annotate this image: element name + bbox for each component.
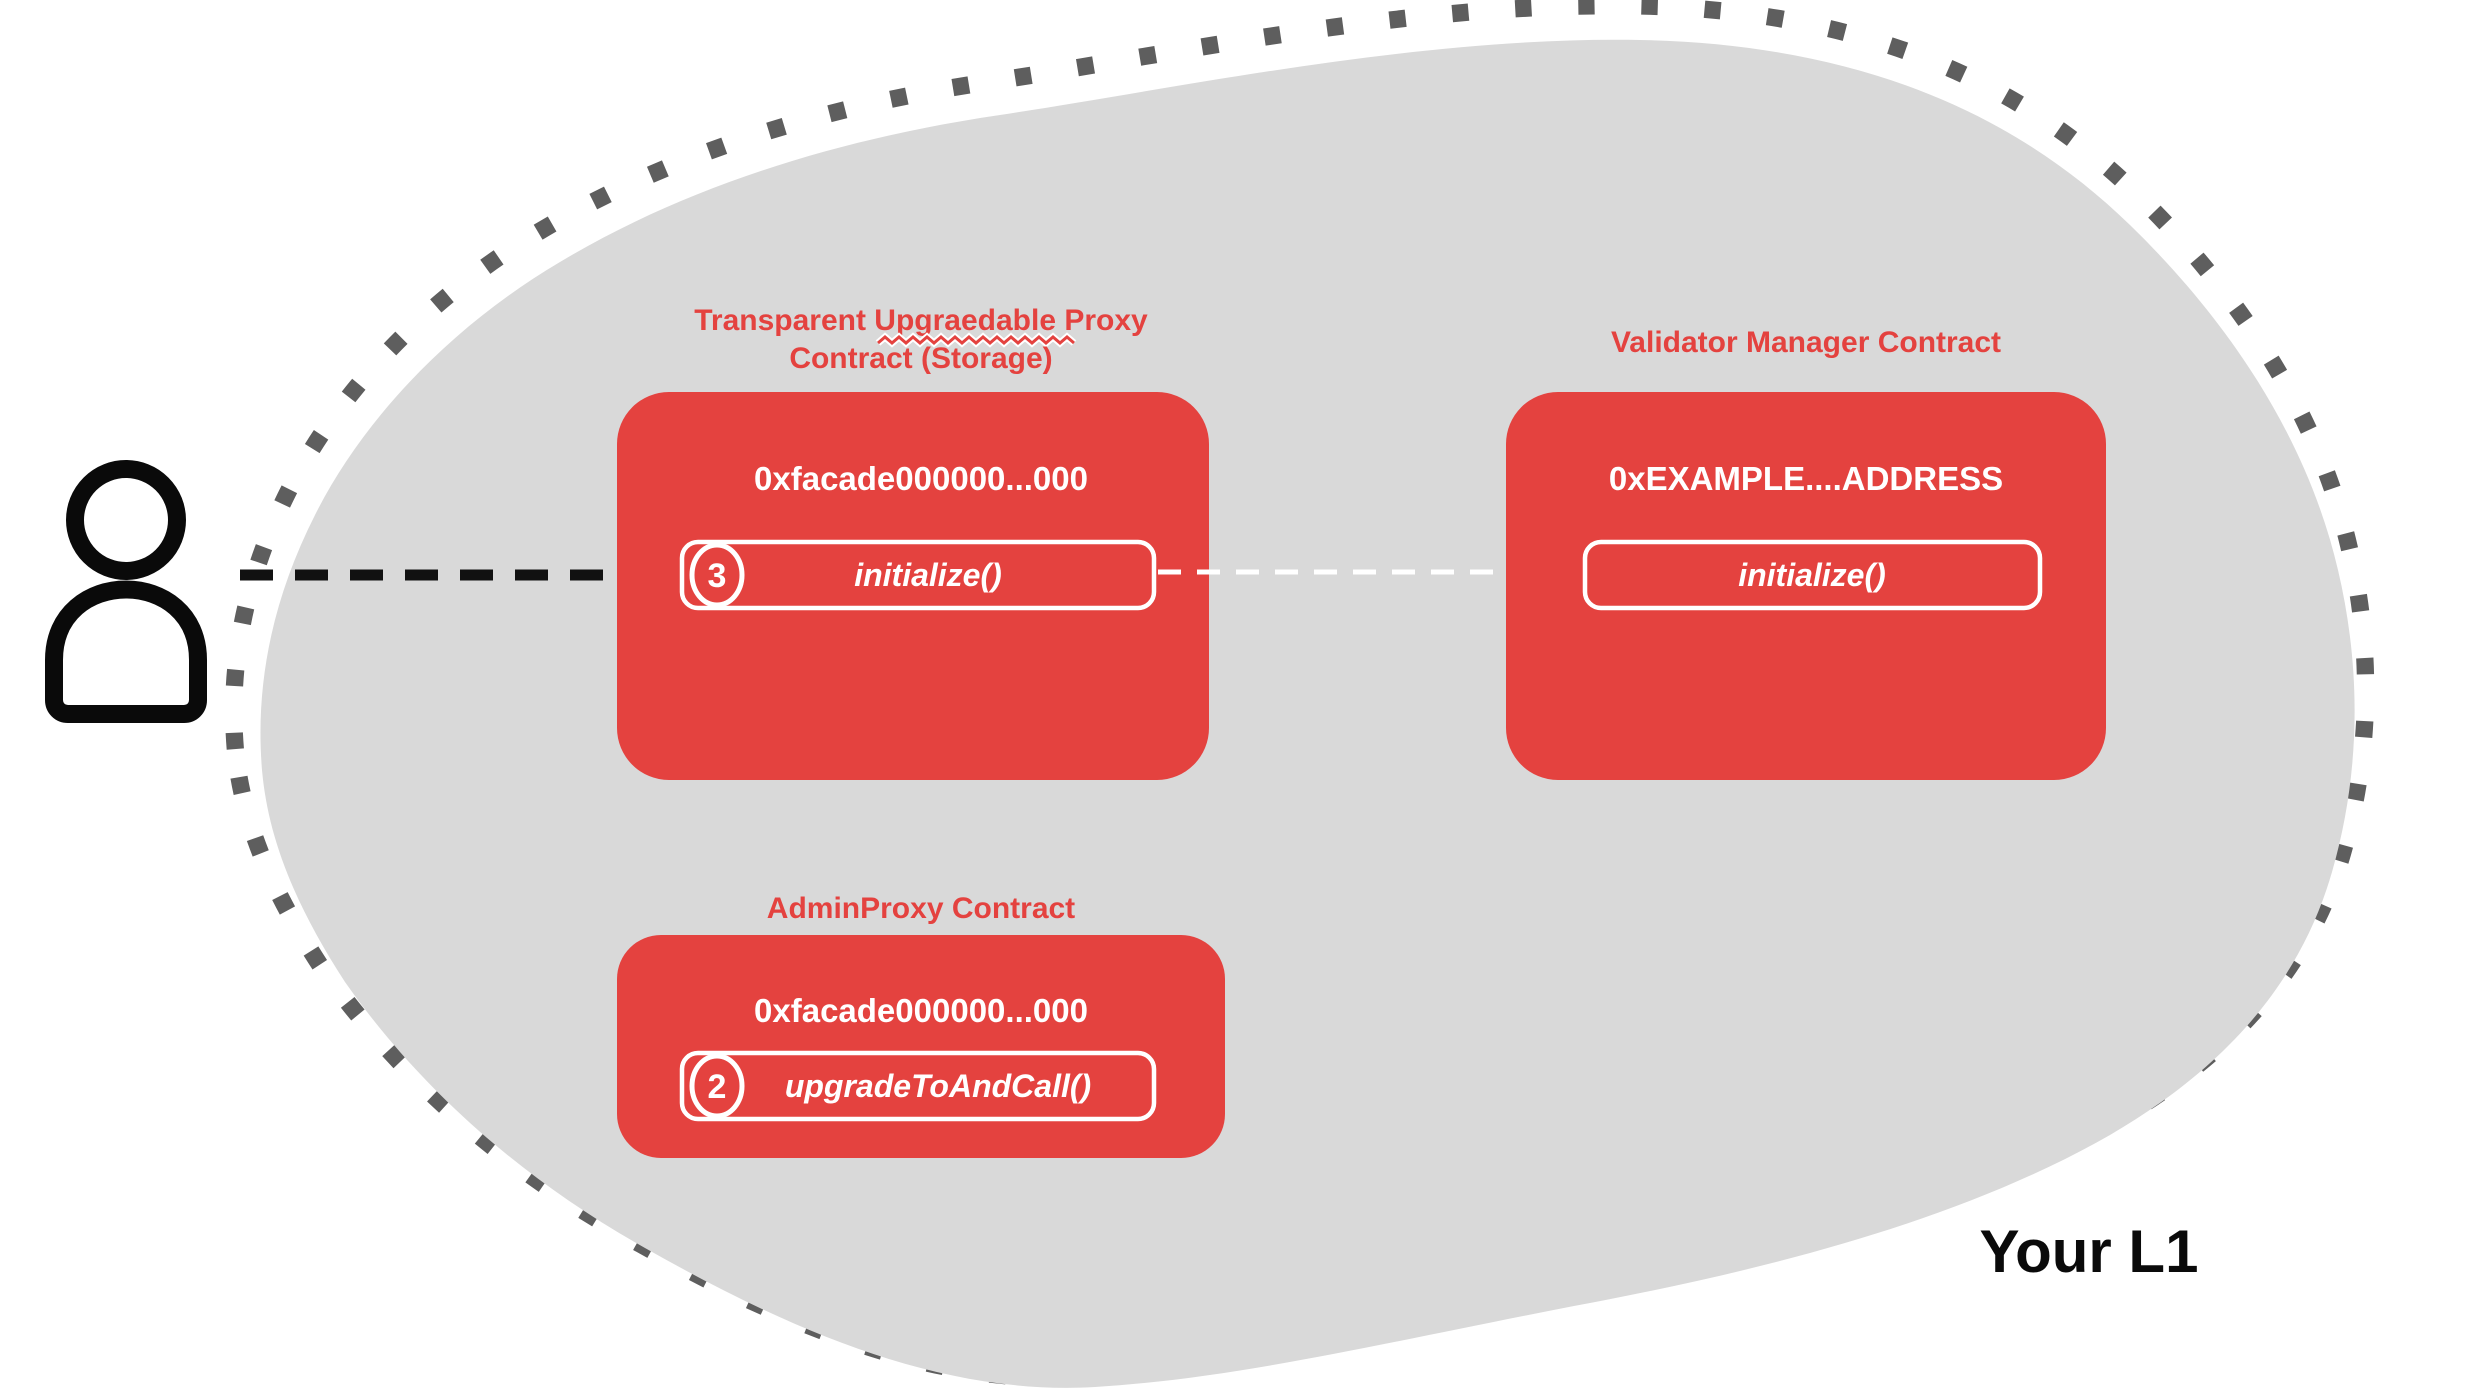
admin-contract-box [617, 935, 1225, 1158]
validator-contract-title: Validator Manager Contract [1611, 326, 2001, 359]
proxy-contract-title-line2: Contract (Storage) [789, 342, 1052, 375]
validator-contract-address: 0xEXAMPLE....ADDRESS [1609, 460, 2003, 497]
admin-upgrade-pill [679, 1050, 1157, 1122]
proxy-contract: Transparent Upgraedable Proxy Contract (… [617, 304, 1209, 780]
spellcheck-squiggle [875, 332, 1077, 348]
validator-initialize-pill [1582, 539, 2043, 611]
proxy-initialize-pill [679, 539, 1157, 611]
step-3-badge: 3 [689, 542, 745, 608]
region-label: Your L1 [1980, 1218, 2199, 1285]
proxy-contract-address: 0xfacade000000...000 [754, 460, 1088, 497]
proxy-contract-title-line1: Transparent Upgraedable Proxy [694, 304, 1148, 337]
admin-contract: AdminProxy Contract 0xfacade000000...000… [617, 892, 1225, 1158]
person-icon [45, 460, 207, 723]
step-3-badge-number: 3 [708, 557, 727, 595]
step-2-badge-number: 2 [708, 1068, 727, 1106]
proxy-initialize-label: initialize() [854, 557, 1002, 593]
admin-upgrade-label: upgradeToAndCall() [785, 1068, 1091, 1104]
admin-contract-title: AdminProxy Contract [767, 892, 1075, 925]
admin-contract-address: 0xfacade000000...000 [754, 992, 1088, 1029]
validator-initialize-label: initialize() [1738, 557, 1886, 593]
validator-contract-box [1506, 392, 2106, 780]
person-icon-body [45, 580, 207, 723]
step-2-badge: 2 [689, 1053, 745, 1119]
person-icon-head [66, 460, 186, 580]
proxy-contract-box [617, 392, 1209, 780]
validator-contract: Validator Manager Contract 0xEXAMPLE....… [1506, 326, 2106, 780]
